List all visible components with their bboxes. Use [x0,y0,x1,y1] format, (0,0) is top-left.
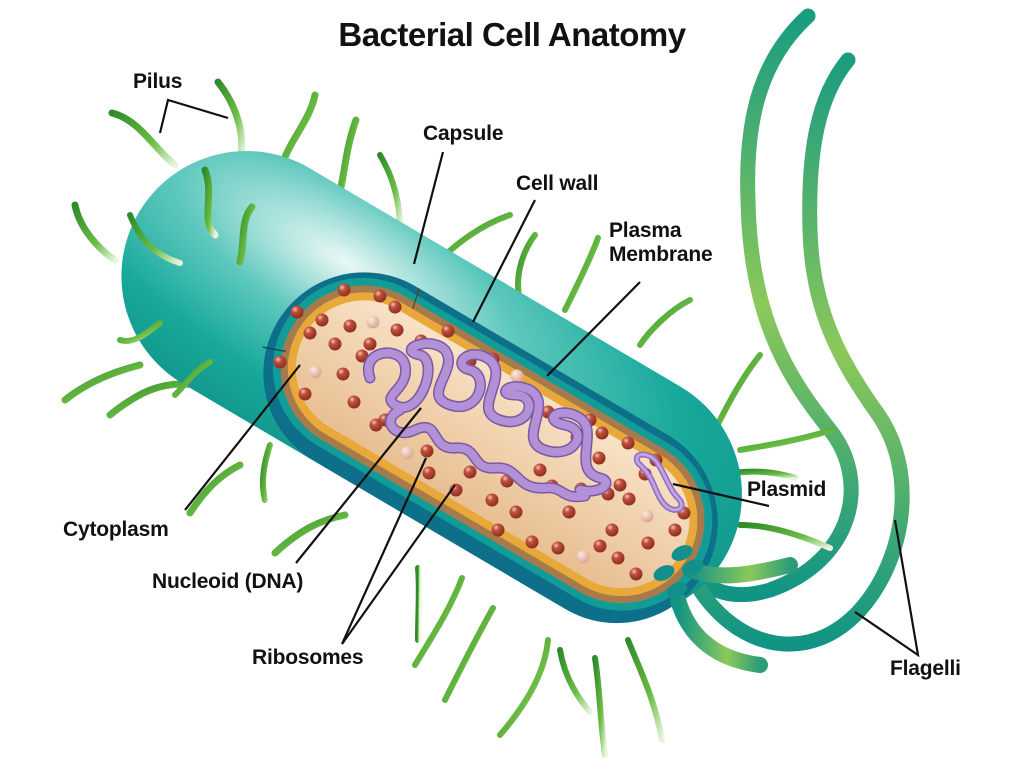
label-cytoplasm: Cytoplasm [63,518,169,541]
label-ribosomes: Ribosomes [252,646,364,669]
pili-front [117,166,273,503]
label-plasma-membrane-line1: Plasma [609,219,682,242]
leader-lines [158,98,920,658]
label-cell-wall: Cell wall [516,172,599,195]
diagram-title: Bacterial Cell Anatomy [338,16,686,53]
label-flagelli: Flagelli [890,657,961,680]
cytoplasm-area [295,300,690,589]
nucleoid-dna [362,338,612,503]
plasmid [633,451,685,513]
label-plasmid: Plasmid [747,478,827,501]
label-pilus: Pilus [133,70,183,93]
label-plasma-membrane: Plasma Membrane [609,219,713,266]
flagella [682,8,910,652]
label-capsule: Capsule [423,122,504,145]
label-plasma-membrane-line2: Membrane [609,242,713,266]
label-nucleoid: Nucleoid (DNA) [152,570,304,593]
pili [61,78,835,758]
flagella-motor [653,545,798,673]
